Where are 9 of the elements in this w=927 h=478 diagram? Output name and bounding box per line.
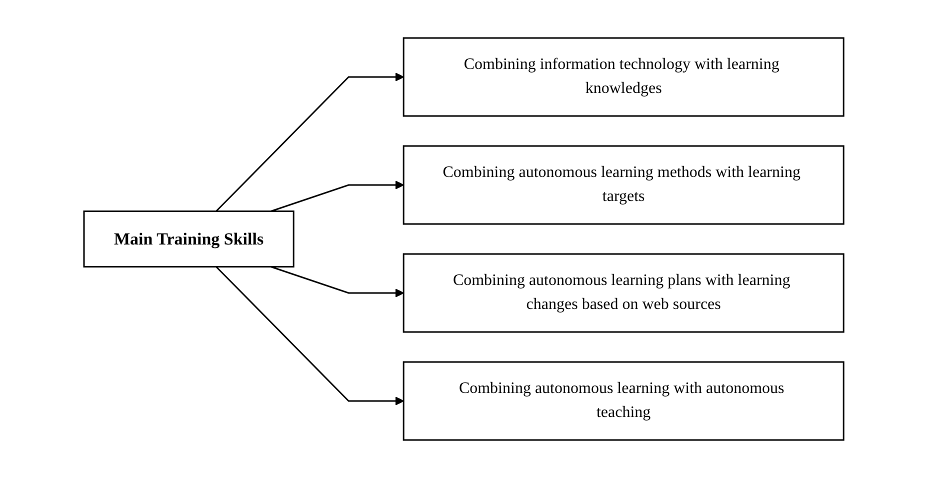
arrow bbox=[215, 266, 404, 406]
arrow bbox=[270, 266, 404, 298]
node-box: Combining autonomous learning methods with learning targets bbox=[402, 145, 844, 225]
node-box: Main Training Skills bbox=[82, 210, 294, 268]
node-box: Combining autonomous learning plans with learning changes based on web sources bbox=[402, 253, 844, 333]
arrow bbox=[215, 72, 404, 212]
node-box: Combining information technology with learning knowledges bbox=[402, 37, 844, 117]
node-box: Combining autonomous learning with autonomous teaching bbox=[402, 361, 844, 441]
arrow bbox=[270, 180, 404, 212]
